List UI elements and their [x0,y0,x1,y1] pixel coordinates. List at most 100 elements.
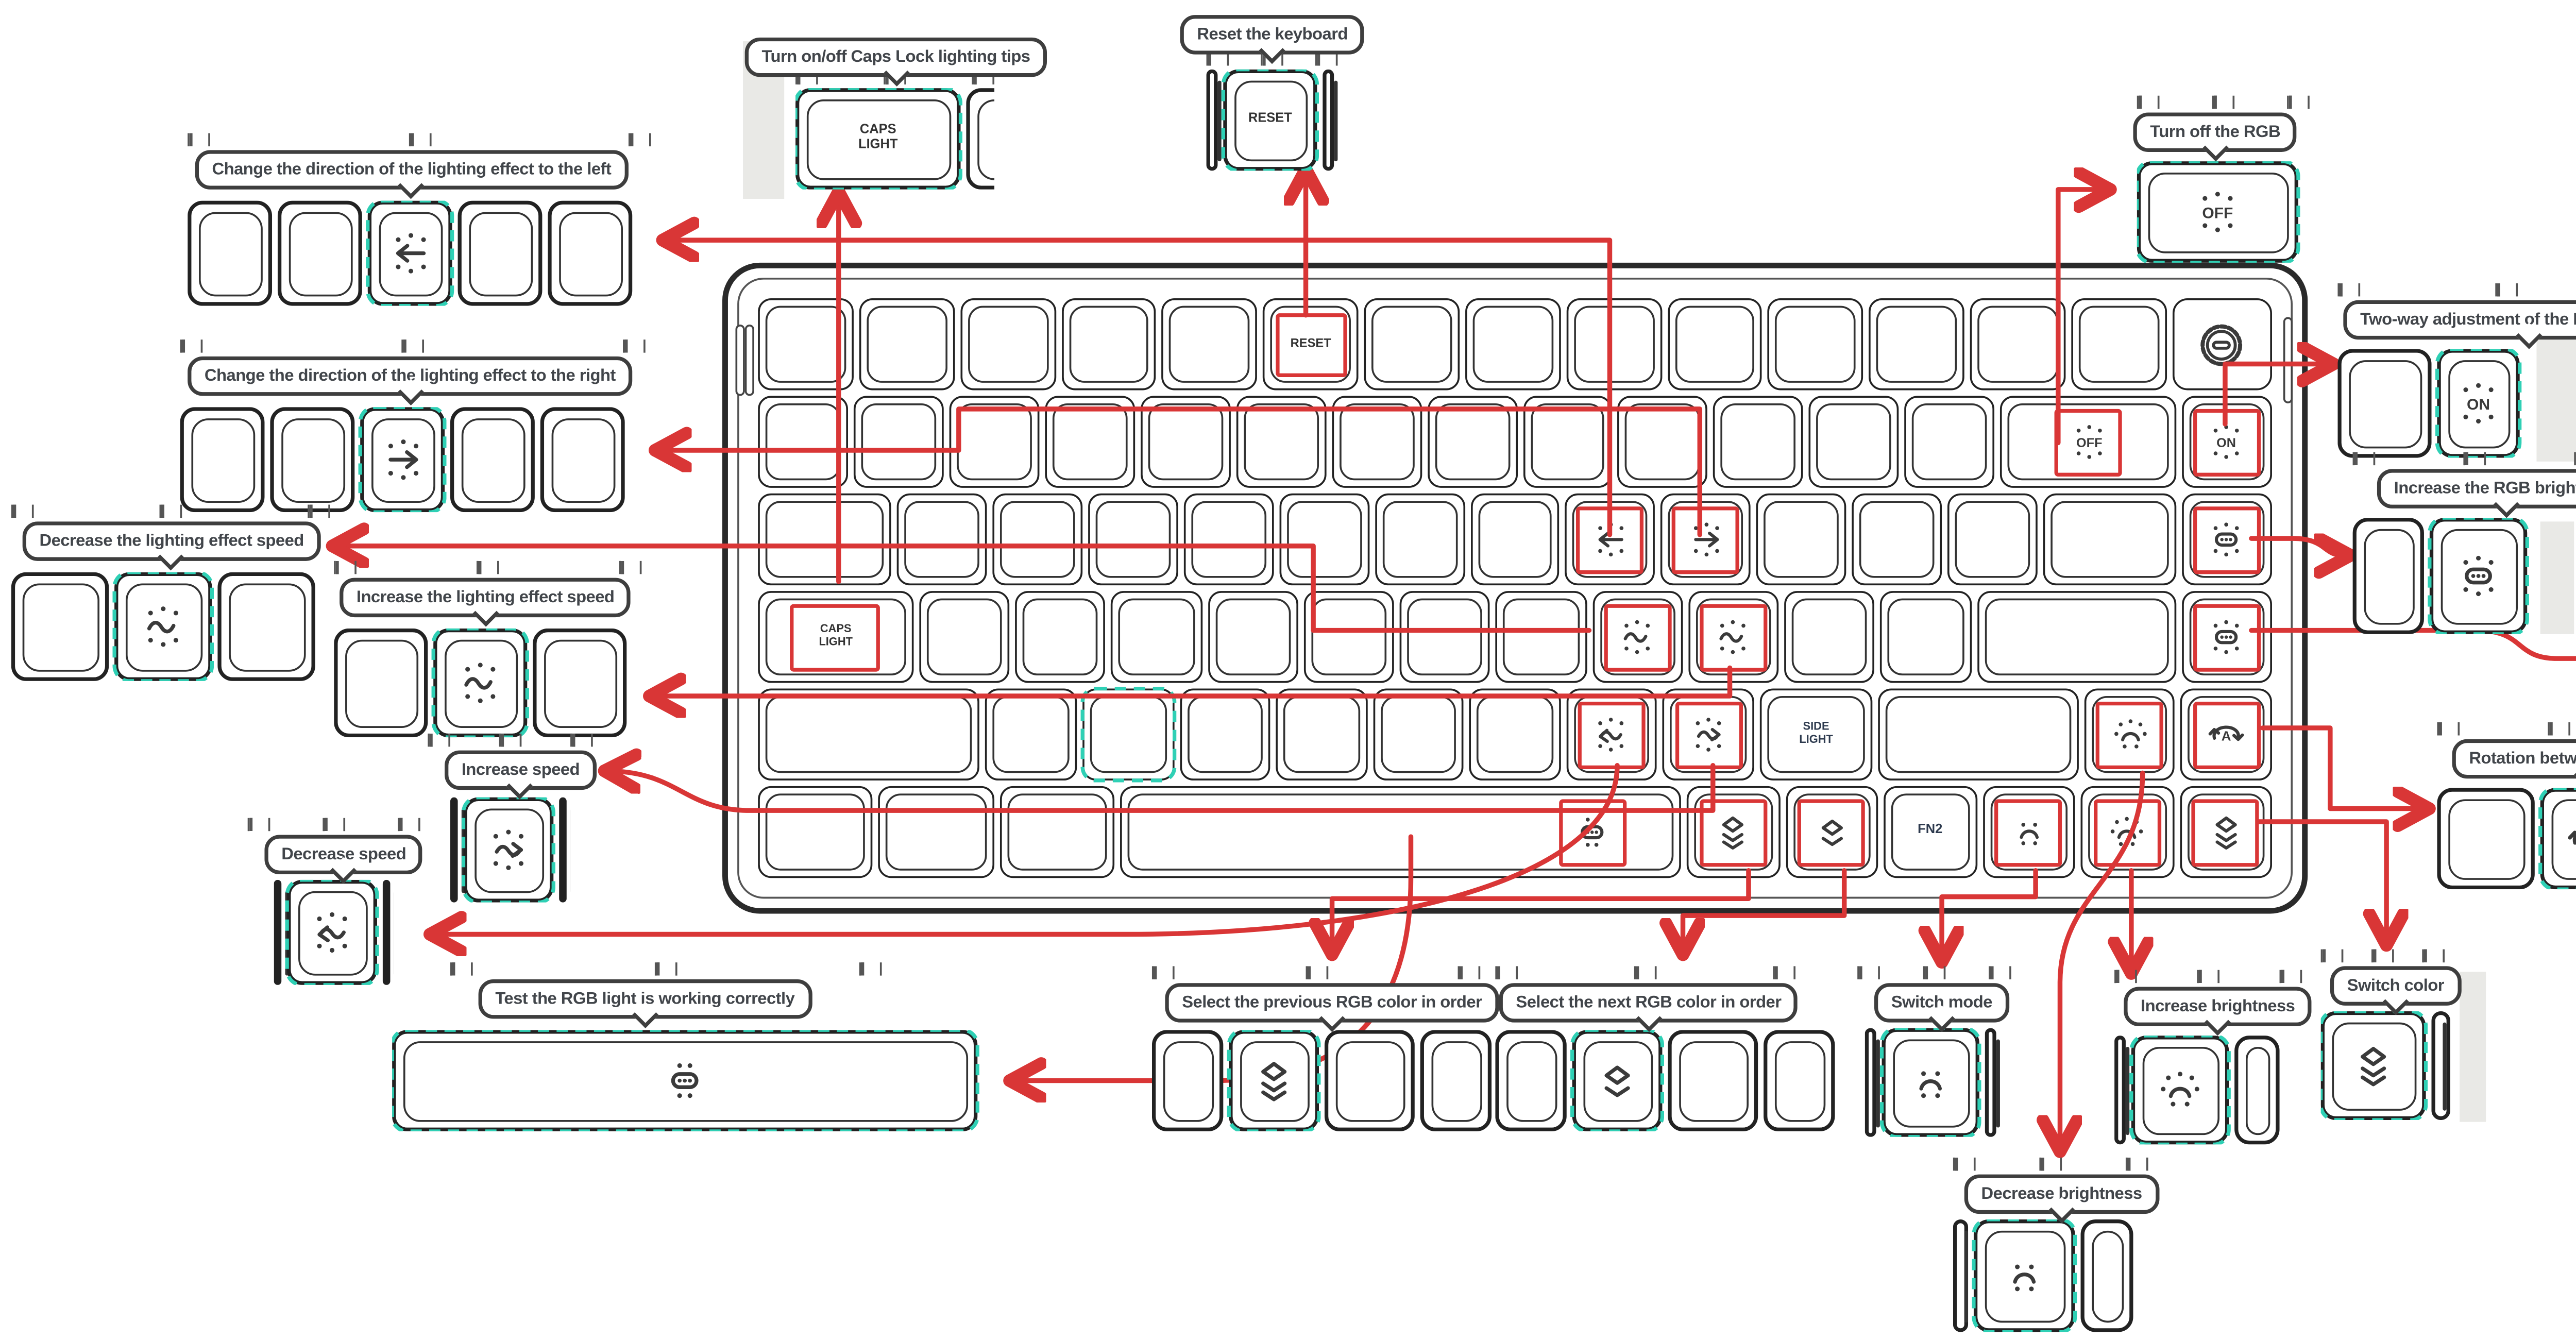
key-r5-2 [986,688,1077,781]
callout-target-key-test-rgb [392,1030,979,1131]
callout-label-test-rgb: Test the RGB light is working correctly [478,979,812,1019]
red-highlight-box [1798,798,1866,866]
key-r2-6 [1235,396,1326,488]
key-r2-4 [1044,396,1135,488]
arrowR-icon [1683,516,1730,563]
callout-neighbor-key [559,797,571,903]
key-r2-13 [1905,396,1995,488]
key-r1-4 [1061,298,1157,391]
callout-label-rotation: Rotation between RGB modes [2452,739,2576,779]
onRays-icon: ON [2450,375,2506,431]
key-r5-6 [1372,688,1464,781]
key-r2-8 [1427,396,1517,488]
key-r1-10 [1667,298,1763,391]
layers2-icon [1808,808,1855,856]
key-r1-6: RESET [1263,298,1359,391]
key-label: RESET [1290,337,1331,351]
callout-keys-dec-light-speed [11,572,330,681]
callout-label-dec-light-speed: Decrease the lighting effect speed [22,521,321,561]
page-fragment-6 [2460,972,2486,1122]
key-r4-5 [1208,591,1298,683]
callout-target-key-dec-bright [1972,1219,2077,1332]
callout-keys-inc-bright [2114,1036,2302,1145]
key-stem-ticks [11,504,330,518]
callout-label-next-color: Select the next RGB color in order [1499,983,1799,1023]
callout-neighbor-key [966,88,995,190]
callout-target-key-inc-bright [2129,1036,2231,1145]
waveR-icon [480,822,536,878]
key-r3-14 [2043,493,2177,586]
key-stem-ticks [247,818,420,832]
rotateA-icon: A [2203,711,2250,758]
keyboard-row-2: OFF ON [758,396,2272,488]
callout-keys-switch-color [2320,1011,2456,1121]
key-stem-ticks [450,962,882,976]
arcRays-icon [2152,1062,2208,1118]
red-highlight-box [1577,505,1645,573]
pillDots-icon [1569,808,1617,856]
key-r5-5 [1276,688,1367,781]
speed-down-key [1566,688,1657,781]
key-stem-ticks [188,133,651,147]
callout-neighbor-key [188,200,273,306]
prev-rgb-color-key [1686,786,1780,878]
red-highlight-box [1699,798,1767,866]
callout-target-key-inc-speed [461,797,555,903]
callout-keys-inc-rgb [2352,518,2537,634]
fn2-key: FN2 [1884,786,1977,878]
key-stem-ticks [2352,452,2576,466]
key-r1-1 [758,298,854,391]
callout-label-inc-light-speed: Increase the lighting effect speed [340,578,632,618]
callout-neighbor-key [2437,788,2535,890]
key-r2-5 [1140,396,1230,488]
arrowR-icon [374,432,430,488]
callout-neighbor-key [217,572,315,681]
callout-target-key-inc-light-speed [431,628,529,738]
key-r4-11 [1784,591,1875,683]
callout-label-dec-speed: Decrease speed [264,835,423,874]
callout-keys-test-rgb [392,1030,989,1131]
arrowL-icon [1587,516,1634,563]
callout-neighbor-key [2114,1036,2129,1145]
key-r2-1 [758,396,848,488]
key-r1-13 [1970,298,2066,391]
callout-target-key-dir-right [358,407,447,513]
callout-label-switch-mode: Switch mode [1874,983,2009,1023]
case-slit-left-2 [744,324,754,396]
key-r4-2 [919,591,1010,683]
key-r5-11 [1878,688,2079,781]
red-highlight-box [1559,798,1627,866]
callout-label-inc-speed: Increase speed [445,750,597,790]
key-label: CAPS LIGHT [858,124,898,152]
key-r5-7 [1469,688,1561,781]
red-highlight-box [1674,701,1742,769]
key-r3-5 [1183,493,1274,586]
callout-target-key-reset: RESET [1221,69,1319,171]
callout-keys-reset: RESET [1206,69,1338,171]
offRays-icon: OFF [2065,418,2112,466]
callout-keys-dir-left [188,200,651,306]
key-stem-ticks [1857,966,2011,979]
callout-target-key-two-way: ON [2435,349,2522,458]
highlighted-key [1080,686,1176,783]
wave-icon [1614,613,1662,660]
callout-label-two-way: Two-way adjustment of the RGB brightness [2343,300,2576,340]
red-highlight-box [2192,798,2260,866]
callout-target-key-dir-left [366,200,454,306]
key-r1-7 [1364,298,1460,391]
key-r3-11 [1756,493,1847,586]
speed-up-key [1663,688,1754,781]
key-stem-ticks [334,561,642,574]
red-highlight-box: ON [2193,408,2261,476]
svg-text:A: A [2222,728,2231,743]
key-r4-6 [1303,591,1395,683]
key-r1-11 [1768,298,1864,391]
switch-mode-key [1982,786,2075,878]
callout-neighbor-key [2352,518,2424,634]
layers2-icon [1589,1053,1645,1109]
callout-neighbor-key [334,628,428,738]
key-r3-3 [992,493,1082,586]
arcDots-icon [2005,808,2053,856]
callout-neighbor-key [2234,1036,2280,1145]
